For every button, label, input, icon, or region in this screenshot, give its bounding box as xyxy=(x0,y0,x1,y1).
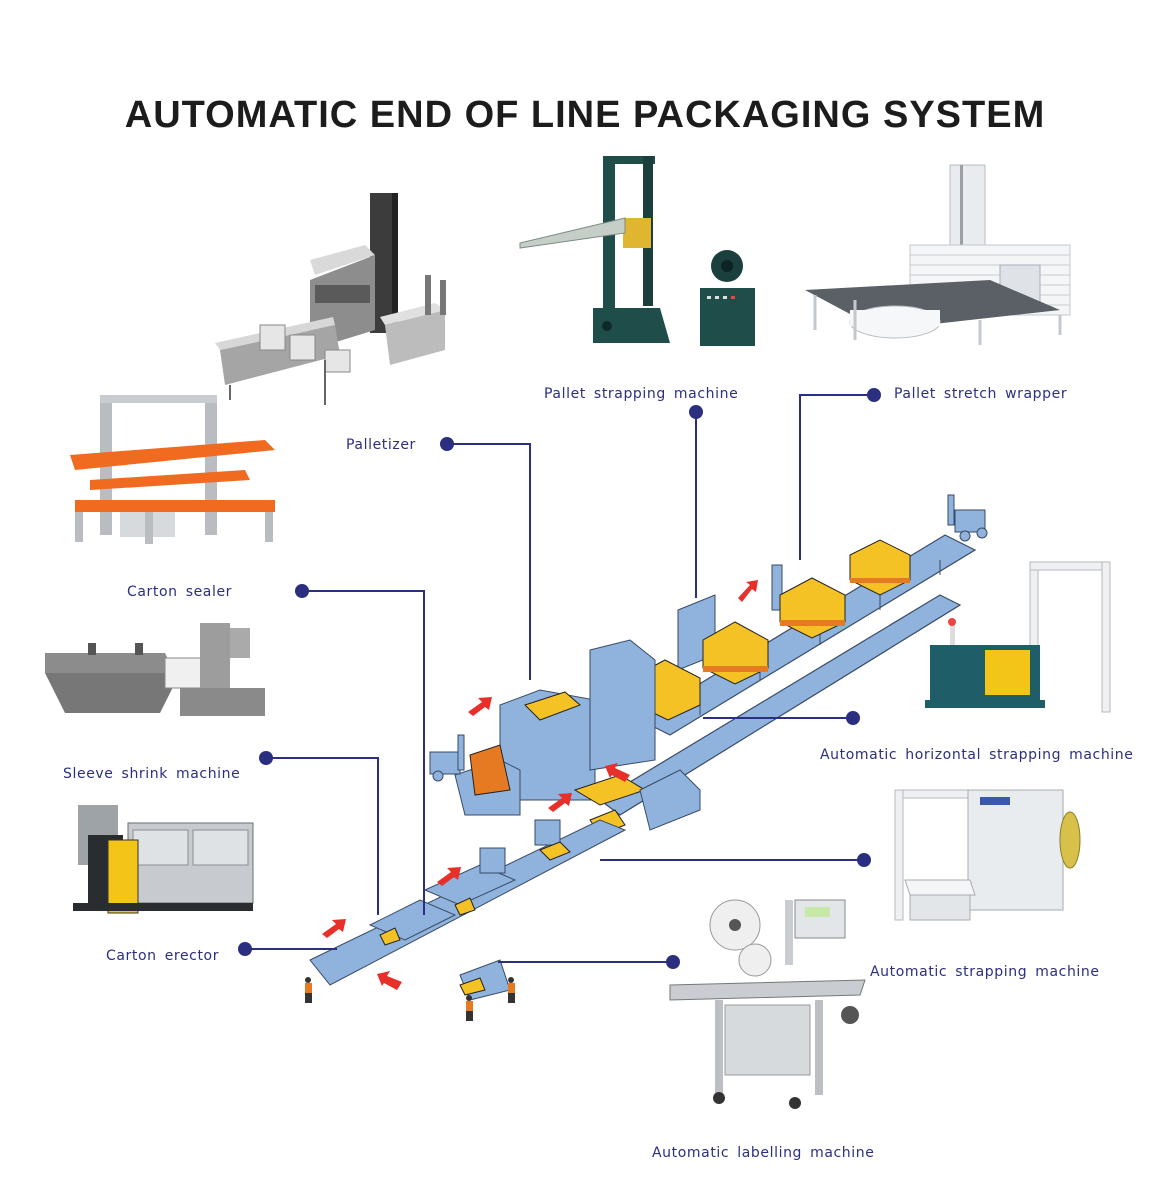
pallet-strapping-machine-icon xyxy=(519,156,755,346)
pallet-load xyxy=(779,577,846,639)
diagram-title: AUTOMATIC END OF LINE PACKAGING SYSTEM xyxy=(124,94,1046,136)
flow-arrow-icon xyxy=(548,793,572,812)
palletizer-machine-icon xyxy=(215,193,446,405)
callout-dot-carton-sealer xyxy=(295,584,309,598)
pallet-load xyxy=(702,621,769,685)
callout-dot-carton-erector xyxy=(238,942,252,956)
label-pallet-stretch-wrapper: Pallet stretch wrapper xyxy=(894,386,1068,402)
carton-erector-icon xyxy=(73,805,254,914)
callout-dot-pallet-stretch-wrapper xyxy=(867,388,881,402)
callout-line-sleeve-shrink xyxy=(266,757,379,915)
horizontal-strapping-machine-icon xyxy=(925,561,1111,713)
sleeve-shrink-machine-icon xyxy=(45,623,265,716)
pallet-stretch-wrapper-icon xyxy=(805,164,1071,345)
label-labelling: Automatic labelling machine xyxy=(652,1145,875,1161)
pallet-load xyxy=(849,539,911,596)
automatic-strapping-machine-icon xyxy=(894,789,1081,921)
callout-dot-pallet-strapping xyxy=(689,405,703,419)
worker-icon xyxy=(508,977,515,1003)
flow-arrow-icon xyxy=(468,697,492,716)
carton-sealer-icon xyxy=(70,395,275,544)
label-sleeve-shrink: Sleeve shrink machine xyxy=(63,766,241,782)
label-automatic-strapping: Automatic strapping machine xyxy=(870,964,1100,980)
labelling-machine-icon xyxy=(669,899,866,1109)
palletizer-station xyxy=(454,639,701,836)
forklift-icon xyxy=(947,494,988,542)
callout-line-carton-sealer xyxy=(302,590,425,915)
callout-dot-labelling xyxy=(666,955,680,969)
callout-dot-automatic-strapping xyxy=(857,853,871,867)
callout-dot-horizontal-strapping xyxy=(846,711,860,725)
label-carton-sealer: Carton sealer xyxy=(127,584,233,600)
worker-icon xyxy=(466,995,473,1021)
flow-arrow-icon xyxy=(377,971,402,990)
stretch-wrapper-station xyxy=(771,564,783,611)
label-horizontal-strapping: Automatic horizontal strapping machine xyxy=(820,747,1134,763)
flow-arrow-icon xyxy=(738,580,758,602)
flow-arrow-icon xyxy=(437,867,461,886)
callout-line-pallet-stretch-wrapper xyxy=(799,394,874,560)
callout-dot-sleeve-shrink xyxy=(259,751,273,765)
label-pallet-strapping: Pallet strapping machine xyxy=(544,386,739,402)
label-carton-erector: Carton erector xyxy=(106,948,220,964)
label-palletizer: Palletizer xyxy=(346,437,416,453)
forklift-icon xyxy=(429,734,465,782)
flow-arrow-icon xyxy=(322,919,346,938)
worker-icon xyxy=(305,977,312,1003)
callout-dot-palletizer xyxy=(440,437,454,451)
callout-line-palletizer xyxy=(447,443,531,680)
flow-arrow-icon xyxy=(605,763,630,782)
lower-conveyor xyxy=(309,819,627,1001)
